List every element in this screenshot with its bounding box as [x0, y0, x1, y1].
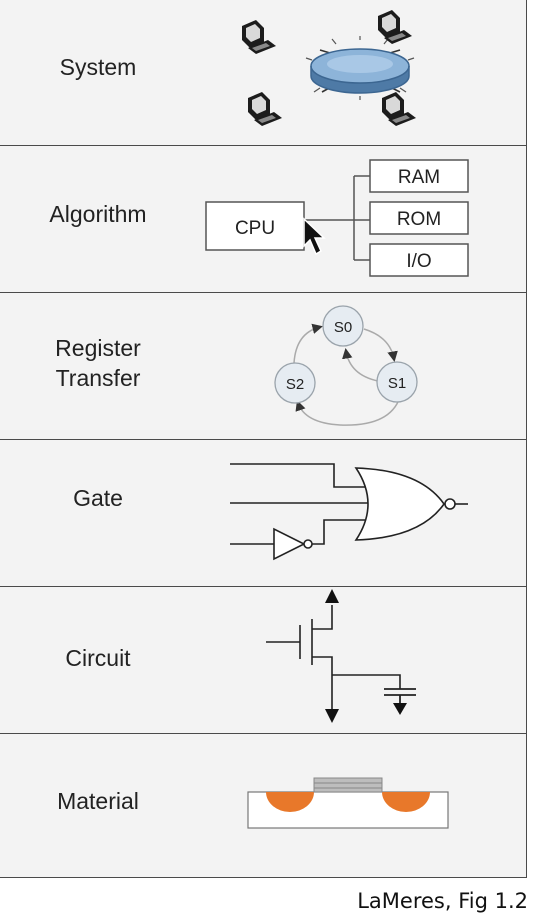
rom-box: [369, 201, 469, 235]
capacitor-icon: [384, 688, 416, 703]
or-gate-icon: [354, 467, 445, 541]
computer-icon: [378, 10, 412, 44]
level-label-algorithm: Algorithm: [49, 201, 147, 227]
level-circuit: Circuit: [0, 587, 527, 734]
state-s0-label: S0: [334, 319, 352, 336]
io-label: I/O: [406, 251, 431, 272]
level-material: Material: [0, 734, 527, 878]
cpu-label: CPU: [235, 218, 275, 239]
rom-label: ROM: [397, 209, 441, 230]
gate-stack: [313, 777, 383, 793]
abstraction-stack: System: [0, 0, 527, 878]
state-transitions: [293, 323, 401, 426]
gate-schematic: [230, 463, 468, 561]
ground-arrow-icon: [393, 703, 407, 715]
state-s2-label: S2: [286, 376, 304, 393]
algorithm-diagram: CPU RAM ROM I/O: [205, 159, 469, 277]
level-system: System: [0, 0, 527, 146]
material-cross-section: [247, 777, 449, 829]
cpu-box: [205, 201, 305, 251]
transistor-icon: [266, 605, 401, 711]
level-algorithm: Algorithm CPU RAM ROM I/O: [0, 146, 527, 293]
ram-box: [369, 159, 469, 193]
state-s1: [376, 361, 418, 403]
computer-icon: [248, 92, 282, 126]
bus-lines: [304, 175, 370, 261]
state-diagram: S0 S1 S2: [274, 305, 418, 426]
io-box: [369, 243, 469, 277]
computer-icon: [382, 92, 416, 126]
arrow-down-icon: [325, 709, 339, 723]
arrow-up-icon: [325, 589, 339, 603]
inverter-icon: [273, 527, 313, 561]
level-label-material: Material: [57, 788, 139, 814]
level-gate: Gate: [0, 440, 527, 587]
state-s0: [322, 305, 364, 347]
figure-caption: LaMeres, Fig 1.2: [357, 889, 528, 913]
state-s2: [274, 362, 316, 404]
level-label-gate: Gate: [73, 485, 123, 511]
drain-doping: [382, 792, 430, 812]
system-network-diagram: [242, 10, 416, 126]
level-label-system: System: [59, 54, 137, 80]
computer-icon: [242, 20, 276, 54]
mouse-cursor-icon: [303, 217, 326, 256]
source-doping: [266, 792, 314, 812]
ram-label: RAM: [398, 167, 440, 188]
server-disk-icon: [310, 48, 410, 94]
transistor-schematic: [266, 589, 416, 723]
level-label-circuit: Circuit: [65, 645, 131, 671]
state-s1-label: S1: [388, 375, 406, 392]
